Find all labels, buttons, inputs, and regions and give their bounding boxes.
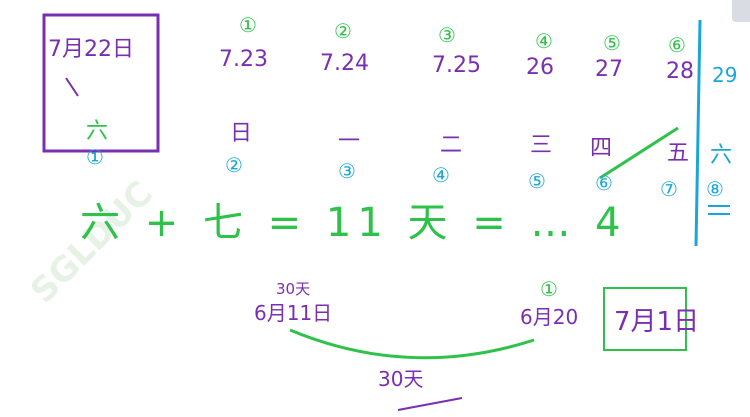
weekday-number-8: ⑧: [706, 177, 724, 201]
day-number-3: ③: [438, 23, 456, 47]
right-day-number: ①: [540, 277, 558, 301]
equation: 六 + 七 = 11 天 = … 4: [80, 200, 627, 246]
weekday-number-6: ⑥: [595, 171, 613, 195]
weekday-number-5: ⑤: [528, 169, 546, 193]
date-28: 28: [666, 59, 694, 84]
left-date: 6月11日: [254, 301, 332, 325]
arc-label-underline: [397, 397, 463, 411]
day-number-6: ⑥: [668, 33, 686, 57]
weekday-wed: 三: [530, 133, 552, 158]
day-number-4: ④: [535, 29, 553, 53]
day-number-2: ②: [334, 19, 352, 43]
span-arc: [289, 328, 535, 360]
divider-line: [694, 19, 702, 247]
weekday-mon: 一: [338, 129, 360, 154]
weekday-number-7: ⑦: [660, 177, 678, 201]
weekday-number-2: ②: [225, 153, 243, 177]
weekday-thu: 四: [590, 136, 612, 161]
window-corner-control[interactable]: [732, 0, 750, 22]
weekday-tue: 二: [440, 133, 462, 158]
day-number-1: ①: [239, 13, 257, 37]
date-29: 29: [712, 63, 737, 87]
date-27: 27: [595, 57, 623, 82]
weekday-sat: 六: [710, 143, 732, 168]
day-number-5: ⑤: [603, 31, 621, 55]
boxed-weekday: 六: [86, 119, 108, 144]
tick-mark: [65, 77, 79, 97]
right-date: 6月20: [520, 305, 578, 329]
bottom-boxed-date: 7月1日: [614, 307, 699, 337]
date-26: 26: [526, 55, 554, 80]
boxed-date: 7月22日: [48, 37, 134, 62]
date-7-25: 7.25: [432, 53, 481, 78]
weekday-fri: 五: [667, 141, 689, 166]
weekday-number-4: ④: [432, 163, 450, 187]
date-7-23: 7.23: [219, 47, 268, 72]
bottom-boxed-frame: [603, 287, 687, 351]
arc-duration-label: 30天: [378, 367, 423, 391]
underline-marks: [708, 205, 730, 215]
date-7-24: 7.24: [320, 51, 369, 76]
boxed-date-frame: [42, 13, 160, 153]
weekday-sun: 日: [230, 121, 252, 146]
weekday-number-3: ③: [338, 159, 356, 183]
weekday-number-1: ①: [86, 145, 104, 169]
cross-out-stroke: [599, 126, 679, 180]
left-duration-label: 30天: [276, 280, 310, 298]
